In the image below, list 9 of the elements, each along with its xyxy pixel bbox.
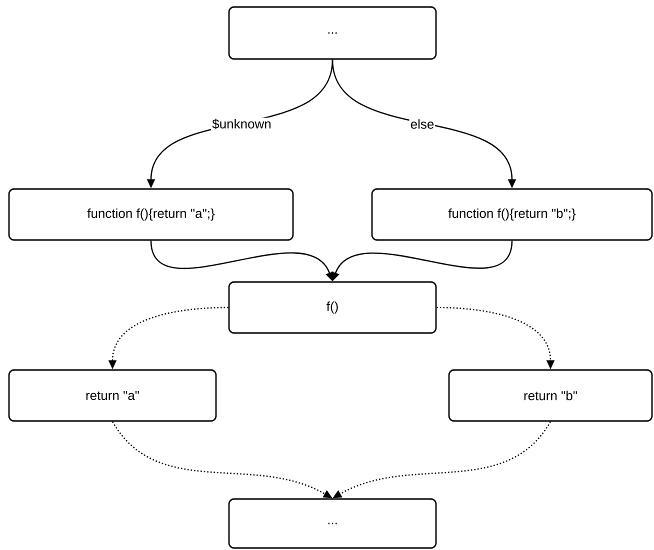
process-box: return "a" (8, 369, 217, 422)
process-box: f() (228, 281, 437, 334)
process-box: function f(){return "b";} (371, 188, 653, 241)
process-box: ... (228, 6, 437, 60)
edge-label: else (409, 118, 436, 130)
process-box: function f(){return "a";} (8, 188, 294, 241)
edge-label: $unknown (211, 118, 272, 130)
process-box: ... (228, 498, 437, 549)
process-box: return "b" (448, 369, 653, 422)
